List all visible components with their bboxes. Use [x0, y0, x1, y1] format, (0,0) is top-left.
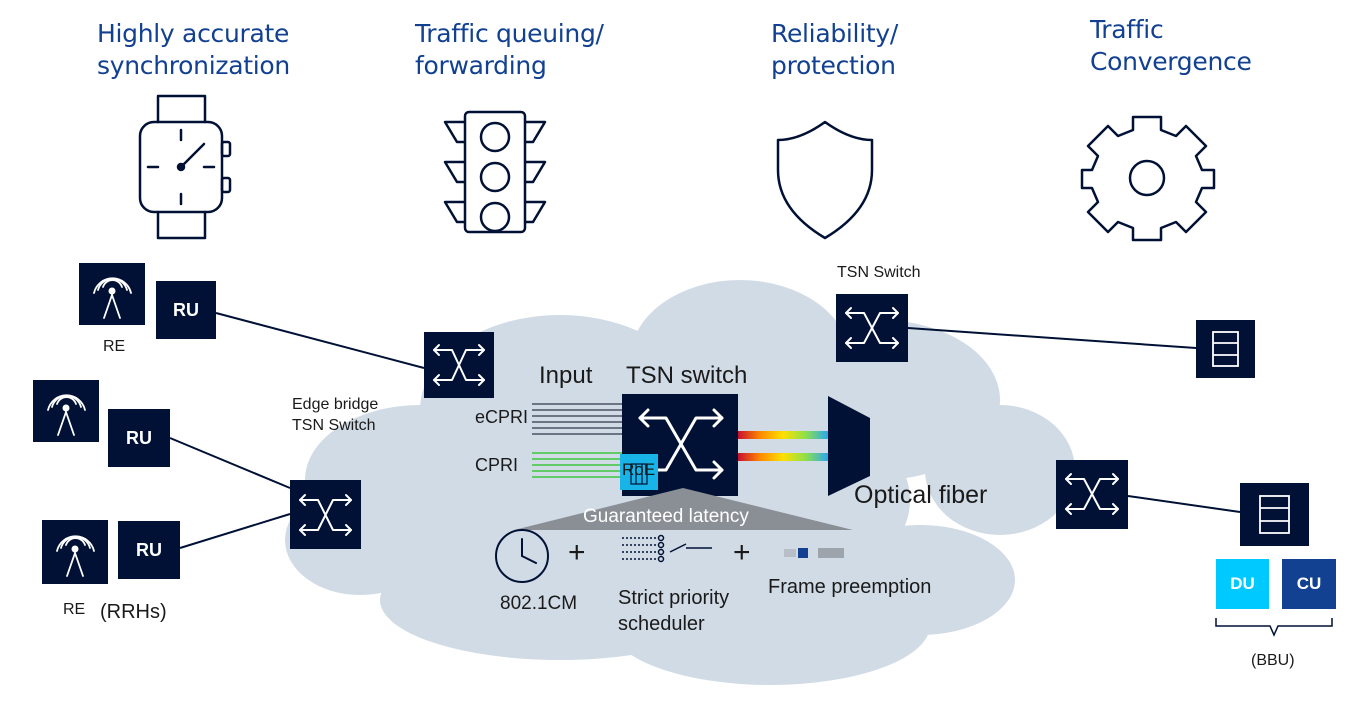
frame-preemption-icon	[784, 548, 844, 558]
roe-badge	[620, 454, 658, 490]
antenna-icon-top	[79, 263, 145, 325]
connection-lines	[169, 312, 1241, 549]
optical-beams	[738, 431, 828, 461]
antenna-icon-middle	[33, 380, 99, 442]
scheduler-icon	[622, 534, 712, 563]
server-icon-bbu	[1240, 483, 1309, 546]
switch-icon-right-bottom	[1056, 460, 1128, 529]
traffic-light-icon	[443, 110, 547, 234]
right-tsn-switch-label: TSN Switch	[837, 264, 921, 281]
roe-label: RoE	[622, 460, 656, 479]
switch-icon-right-top	[836, 294, 908, 362]
antenna-icon-bottom	[42, 520, 108, 584]
ru-box-top: RU	[156, 281, 216, 339]
optical-fiber-label: Optical fiber	[854, 481, 988, 509]
latency-triangle	[514, 488, 853, 530]
plus-sign-1: +	[568, 536, 586, 569]
input-label: Input	[539, 362, 593, 389]
frame-preemption-label: Frame preemption	[768, 576, 932, 598]
plus-sign-2: +	[733, 536, 751, 569]
ru-box-bottom: RU	[118, 521, 180, 579]
bbu-label: (BBU)	[1251, 652, 1295, 669]
cloud-shape	[285, 280, 1075, 685]
guaranteed-latency-label: Guaranteed latency	[583, 506, 749, 527]
re-label-top: RE	[103, 338, 126, 355]
ecpri-lines	[532, 403, 624, 435]
tsn-switch-main-icon	[622, 394, 738, 496]
cu-box: CU	[1282, 559, 1336, 609]
ecpri-label: eCPRI	[475, 407, 529, 427]
watch-icon	[138, 94, 232, 240]
rrhs-label: (RRHs)	[100, 601, 167, 623]
cpri-lines	[532, 452, 624, 478]
cpri-label: CPRI	[475, 455, 519, 475]
optical-mux-icon	[828, 396, 870, 496]
switch-icon-cloud-top	[424, 332, 494, 398]
shield-icon	[776, 120, 874, 240]
heading-reliability: Reliability/protection	[771, 19, 898, 80]
gear-icon	[1080, 115, 1216, 242]
du-box: DU	[1216, 559, 1269, 609]
switch-icon-edge-bridge	[290, 480, 361, 549]
heading-queuing: Traffic queuing/forwarding	[415, 19, 604, 80]
standard-label: 802.1CM	[500, 593, 578, 614]
server-icon-top	[1196, 320, 1255, 378]
ru-box-middle: RU	[108, 409, 170, 467]
bbu-brace	[1215, 618, 1333, 637]
clock-icon	[495, 529, 549, 583]
re-label-bottom: RE	[63, 601, 86, 618]
tsn-switch-label: TSN switch	[626, 362, 748, 389]
